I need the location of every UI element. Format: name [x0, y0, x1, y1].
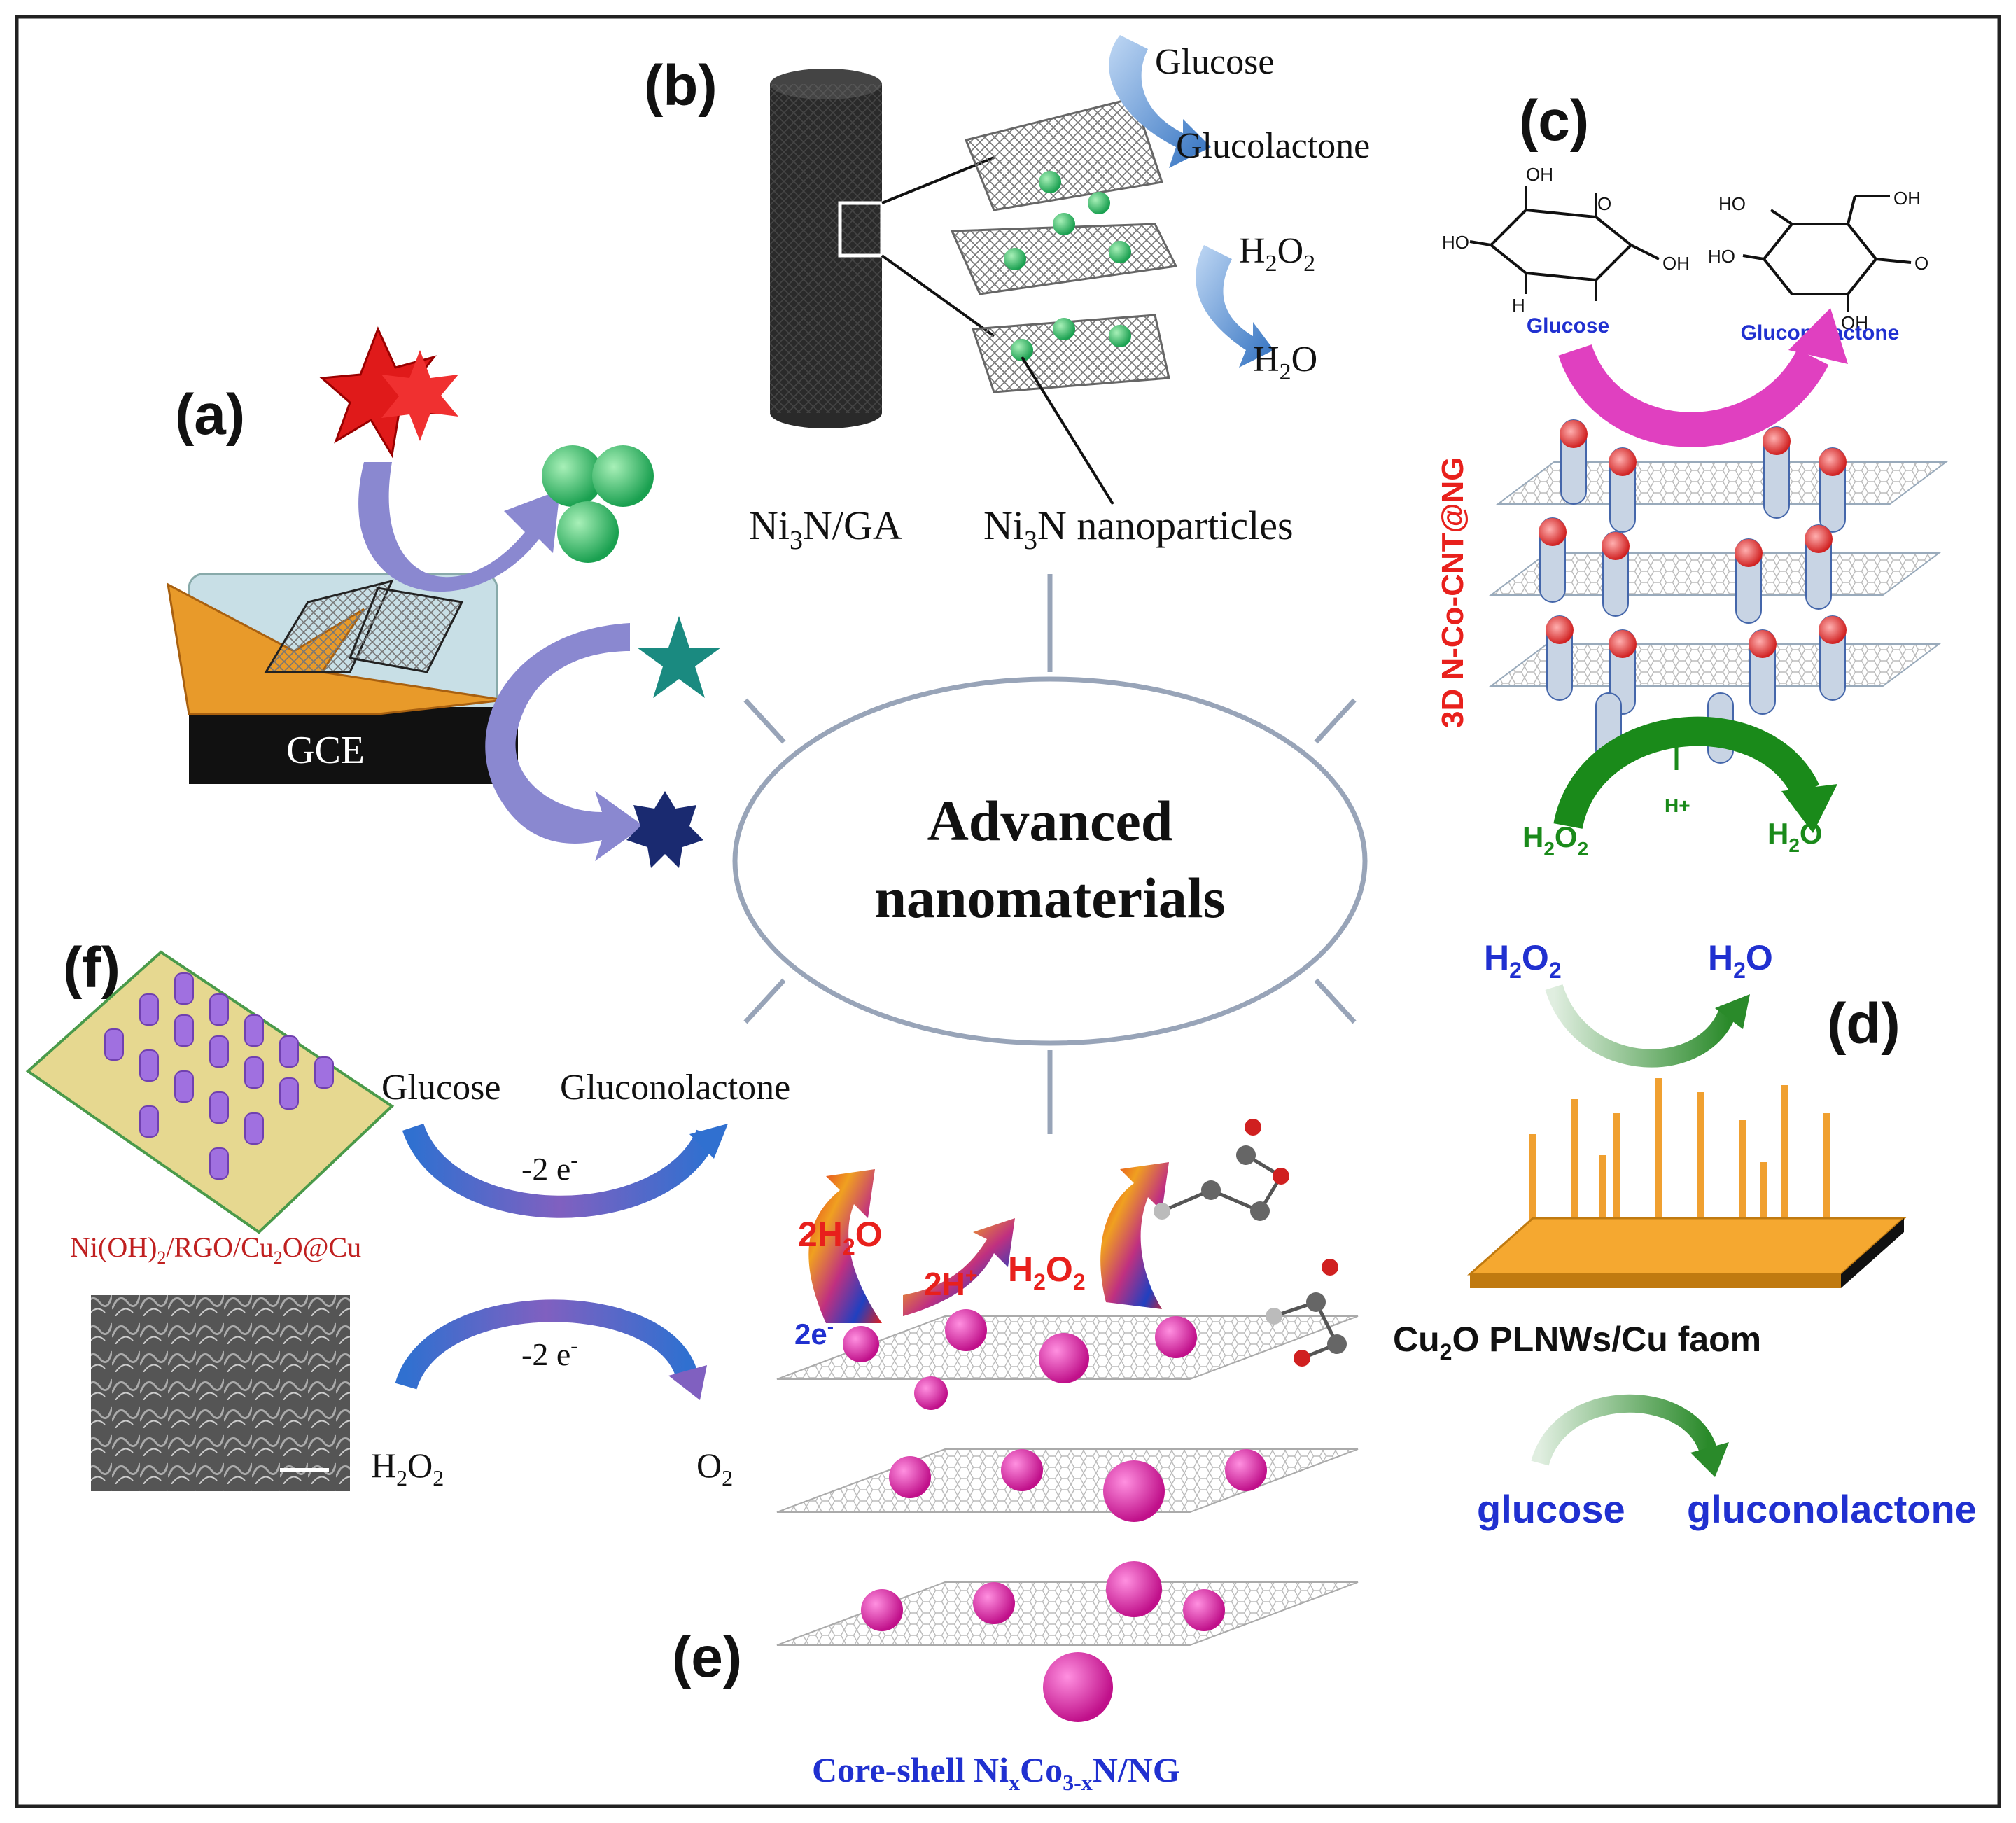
e-2h-plus: 2H+ [924, 1264, 977, 1302]
magenta-arrow [1558, 344, 1829, 447]
center-hub: Advanced nanomaterials [732, 574, 1368, 1134]
e-arrow-right [1100, 1162, 1169, 1309]
f-arrow-bottom [395, 1299, 697, 1390]
e-molecules [1154, 1119, 1347, 1367]
f-glucose: Glucose [382, 1068, 500, 1108]
f-substrate [25, 950, 395, 1234]
c-gl-oh1: OH [1526, 164, 1553, 185]
gce-label: GCE [286, 729, 365, 772]
purple-arrow-up [358, 462, 560, 592]
b-ni3n-ga: Ni3N/GA [749, 503, 902, 555]
f-material: Ni(OH)2/RGO/Cu2O@Cu [70, 1231, 361, 1268]
panel-e: (e) 2H2O 2H+ H2O [672, 1119, 1359, 1795]
green-arrow-c [1553, 716, 1820, 830]
c-gl-oh2: OH [1662, 253, 1690, 274]
glucose-arrow [1109, 35, 1211, 168]
d-h2o2: H2O2 [1484, 938, 1562, 983]
panel-e-label: (e) [672, 1626, 742, 1689]
b-glucolactone: Glucolactone [1176, 126, 1370, 166]
d-material: Cu2O PLNWs/Cu faom [1393, 1320, 1761, 1364]
green-sphere-1 [542, 445, 603, 507]
c-h2o2: H2O2 [1522, 820, 1588, 860]
ni3n-particles [1004, 171, 1131, 361]
c-h-plus: H+ [1665, 795, 1690, 816]
panel-c: (c) OH HO OH H O OH HO HO OH O Glucose G… [1436, 89, 1948, 860]
panel-f: (f) Ni(OH)2/RGO/Cu2O@Cu Glucose Gluconol… [25, 936, 790, 1491]
gce-electrode [189, 707, 518, 784]
h2o2-arrow [1196, 245, 1274, 368]
b-glucose: Glucose [1155, 42, 1274, 82]
c-gl-ho: HO [1442, 232, 1469, 253]
cu-foam [1467, 1217, 1907, 1276]
teal-star [637, 616, 721, 698]
c-glucose: Glucose [1527, 314, 1609, 337]
f-electrons-top: -2 e- [522, 1149, 578, 1187]
green-sphere-3 [557, 501, 619, 563]
red-burst [319, 326, 458, 459]
panel-a-label: (a) [175, 383, 245, 447]
panel-c-label: (c) [1519, 89, 1589, 153]
b-h2o2: H2O2 [1239, 231, 1315, 277]
c-material-label: 3D N-Co-CNT@NG [1436, 456, 1470, 728]
c-gl-o: O [1597, 193, 1611, 214]
e-2e: 2e- [794, 1315, 834, 1350]
panel-b: (b) Glucose Glucolactone H2O2 H2O Ni3N/G… [644, 35, 1370, 555]
e-arrow-left [808, 1169, 882, 1323]
panel-f-label: (f) [63, 936, 120, 1000]
gluconolactone-structure [1742, 195, 1912, 312]
panel-d: (d) H2O2 H2O Cu2O PLNWs/Cu faom glucose … [1393, 938, 1977, 1531]
zoom-box [838, 201, 884, 258]
f-h2o2: H2O2 [371, 1446, 444, 1490]
e-material: Core-shell NixCo3-xN/NG [812, 1750, 1180, 1795]
panel-d-label: (d) [1827, 992, 1900, 1056]
d-h2o: H2O [1708, 938, 1773, 983]
glucose-structure [1469, 186, 1660, 301]
f-gluconolactone: Gluconolactone [560, 1068, 790, 1108]
graphene-layer-1 [964, 97, 1163, 211]
ni-co-n-ng-structure [776, 1309, 1359, 1722]
d-green-arrow-bottom [1531, 1394, 1717, 1467]
n-co-cnt-ng-structure [1489, 419, 1948, 764]
center-title-line1: Advanced [927, 789, 1173, 853]
b-h2o: H2O [1253, 340, 1317, 385]
c-lac-oh1: OH [1893, 188, 1921, 209]
b-ni3n-nanoparticles: Ni3N nanoparticles [983, 503, 1294, 555]
e-h2o2: H2O2 [1008, 1250, 1086, 1294]
center-title-line2: nanomaterials [874, 866, 1225, 930]
c-lac-oh2: OH [1841, 312, 1868, 333]
c-gl-h: H [1512, 295, 1525, 316]
f-arrow-top [402, 1123, 718, 1218]
navy-star [626, 791, 704, 868]
e-arrow-middle [903, 1218, 1015, 1316]
f-sem-image [91, 1295, 350, 1491]
d-gluconolactone: gluconolactone [1687, 1487, 1977, 1531]
f-o2: O2 [696, 1446, 733, 1490]
c-lac-ho1: HO [1718, 193, 1746, 214]
c-h2o: H2O [1768, 817, 1823, 856]
d-green-arrow-top [1545, 984, 1738, 1068]
panel-b-label: (b) [644, 54, 718, 118]
e-2h2o: 2H2O [798, 1215, 883, 1259]
graphene-sheet-2 [348, 587, 464, 673]
green-sphere-2 [592, 445, 654, 507]
purple-arrow-down [485, 623, 644, 861]
c-lac-ho2: HO [1708, 246, 1735, 267]
f-electrons-bottom: -2 e- [522, 1334, 578, 1372]
f-nanorods [104, 972, 334, 1180]
d-glucose: glucose [1477, 1487, 1625, 1531]
c-lac-o: O [1914, 253, 1928, 274]
panel-a: (a) GCE [167, 326, 721, 868]
